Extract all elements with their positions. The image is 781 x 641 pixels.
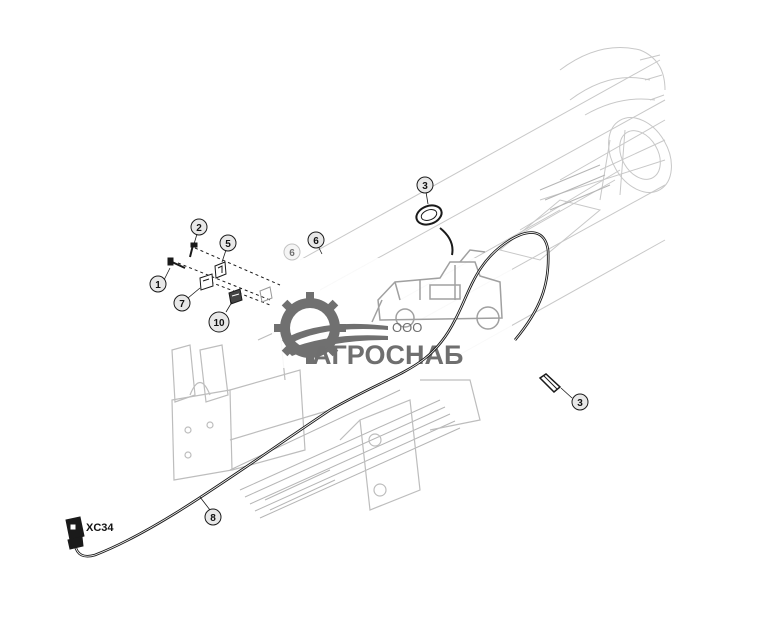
spacer-part (259, 286, 273, 303)
callout-7: 7 (173, 287, 201, 312)
mounting-bracket (171, 329, 481, 511)
bracket-clip-part (199, 273, 214, 291)
agrosnab-watermark: ООО АГРОСНАБ (272, 249, 512, 370)
callout-3-right: 3 (571, 393, 589, 411)
clamp-part-top (415, 204, 443, 226)
gear-icon (274, 292, 388, 364)
callout-6a-label: 6 (289, 248, 295, 259)
callout-3-right-label: 3 (577, 398, 583, 409)
callout-8-label: 8 (210, 513, 216, 524)
callout-5: 5 (219, 234, 237, 263)
hydraulic-tubes (229, 164, 611, 519)
callout-3-top: 3 (416, 176, 434, 194)
clip-part (214, 261, 227, 279)
callout-8: 8 (204, 508, 222, 526)
harvester-icon (371, 249, 503, 330)
exploded-parts (167, 242, 281, 306)
callout-1-label: 1 (155, 280, 161, 291)
sensor-cable (65, 191, 573, 558)
sleeve-part-right (538, 373, 562, 394)
callout-10: 10 (208, 301, 233, 333)
callout-5-label: 5 (225, 239, 231, 250)
watermark-prefix: ООО (392, 320, 422, 335)
callout-7-label: 7 (179, 299, 185, 310)
callout-6: 6 (307, 231, 325, 255)
screw-part (189, 242, 198, 258)
grommet-part (228, 288, 243, 305)
callout-1: 1 (149, 267, 171, 293)
callout-2: 2 (190, 218, 208, 245)
bolt-part (167, 257, 186, 269)
callout-10-label: 10 (213, 318, 225, 329)
callout-2-label: 2 (196, 223, 202, 234)
callout-6-faint: 6 (283, 243, 301, 261)
connector-xc34 (65, 516, 85, 550)
connector-label: XC34 (86, 522, 114, 534)
callout-6b-label: 6 (313, 236, 319, 247)
callout-3-top-label: 3 (422, 181, 428, 192)
